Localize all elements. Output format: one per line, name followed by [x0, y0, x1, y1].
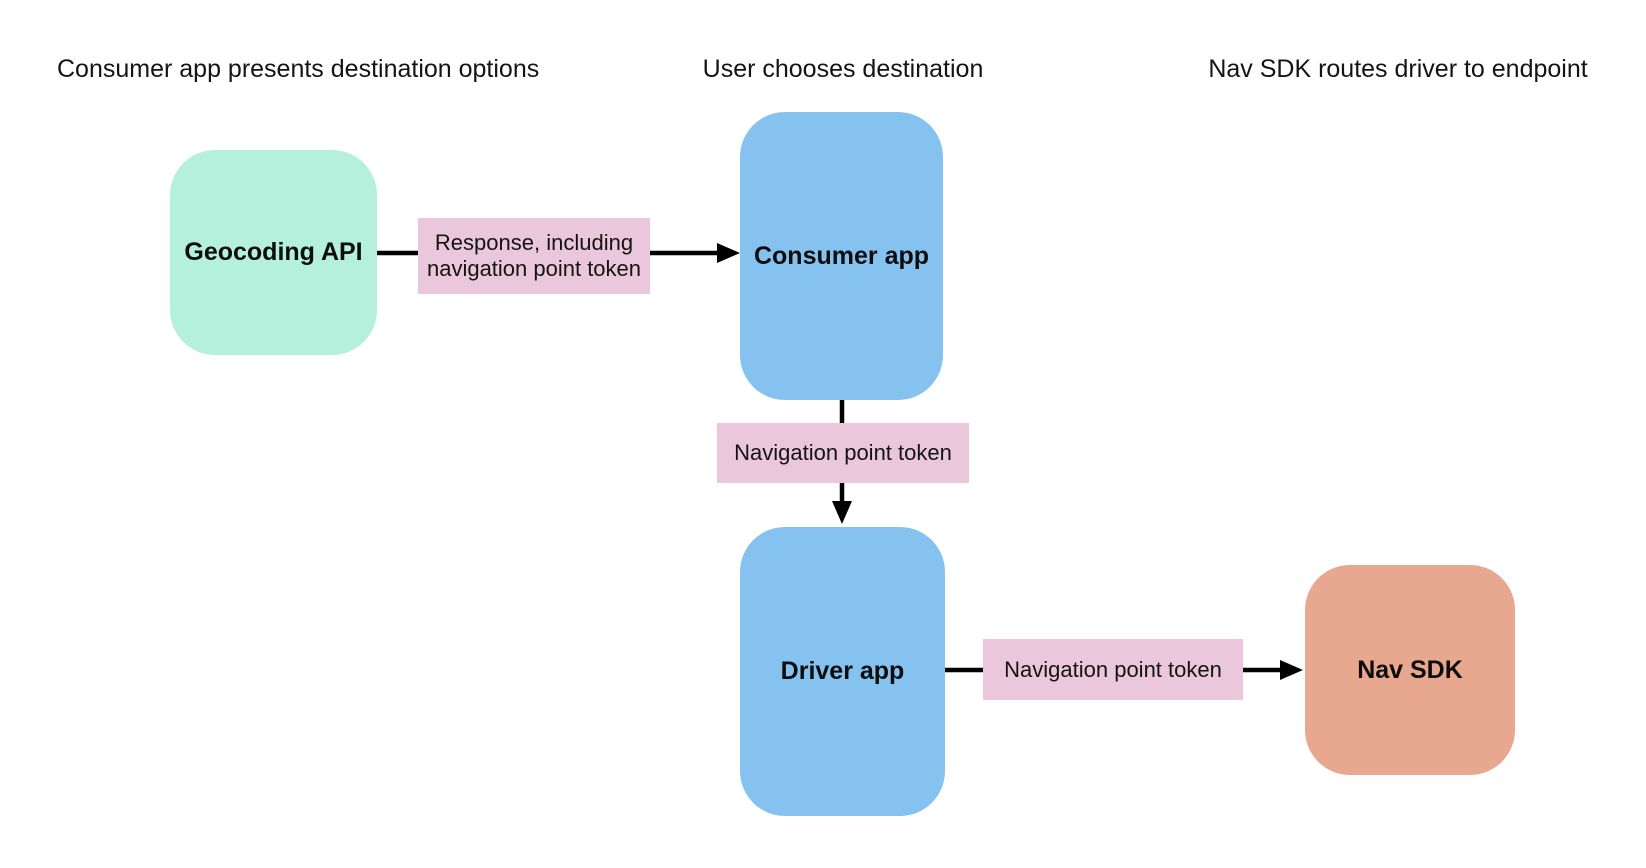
arrowhead-into-driver-app — [832, 501, 852, 524]
node-geocoding-api-label: Geocoding API — [184, 238, 363, 266]
node-nav-sdk-label: Nav SDK — [1357, 655, 1463, 684]
edge-label-navigation-point-token-horizontal: Navigation point token — [983, 639, 1243, 700]
node-geocoding-api: Geocoding API — [170, 150, 377, 355]
node-nav-sdk: Nav SDK — [1305, 565, 1515, 775]
column-header-consumer-presents: Consumer app presents destination option… — [57, 55, 540, 83]
node-driver-app-label: Driver app — [780, 657, 905, 685]
node-consumer-app-label: Consumer app — [753, 241, 930, 270]
edge-label-response-including-token: Response, including navigation point tok… — [418, 218, 650, 294]
edge-label-navigation-point-token-vertical: Navigation point token — [717, 423, 969, 483]
column-header-nav-sdk-routes: Nav SDK routes driver to endpoint — [1208, 55, 1588, 83]
arrowhead-into-consumer-app — [717, 243, 740, 263]
column-header-user-chooses: User chooses destination — [702, 55, 984, 83]
node-consumer-app: Consumer app — [740, 112, 943, 400]
arrowhead-into-nav-sdk — [1280, 660, 1303, 680]
node-driver-app: Driver app — [740, 527, 945, 816]
